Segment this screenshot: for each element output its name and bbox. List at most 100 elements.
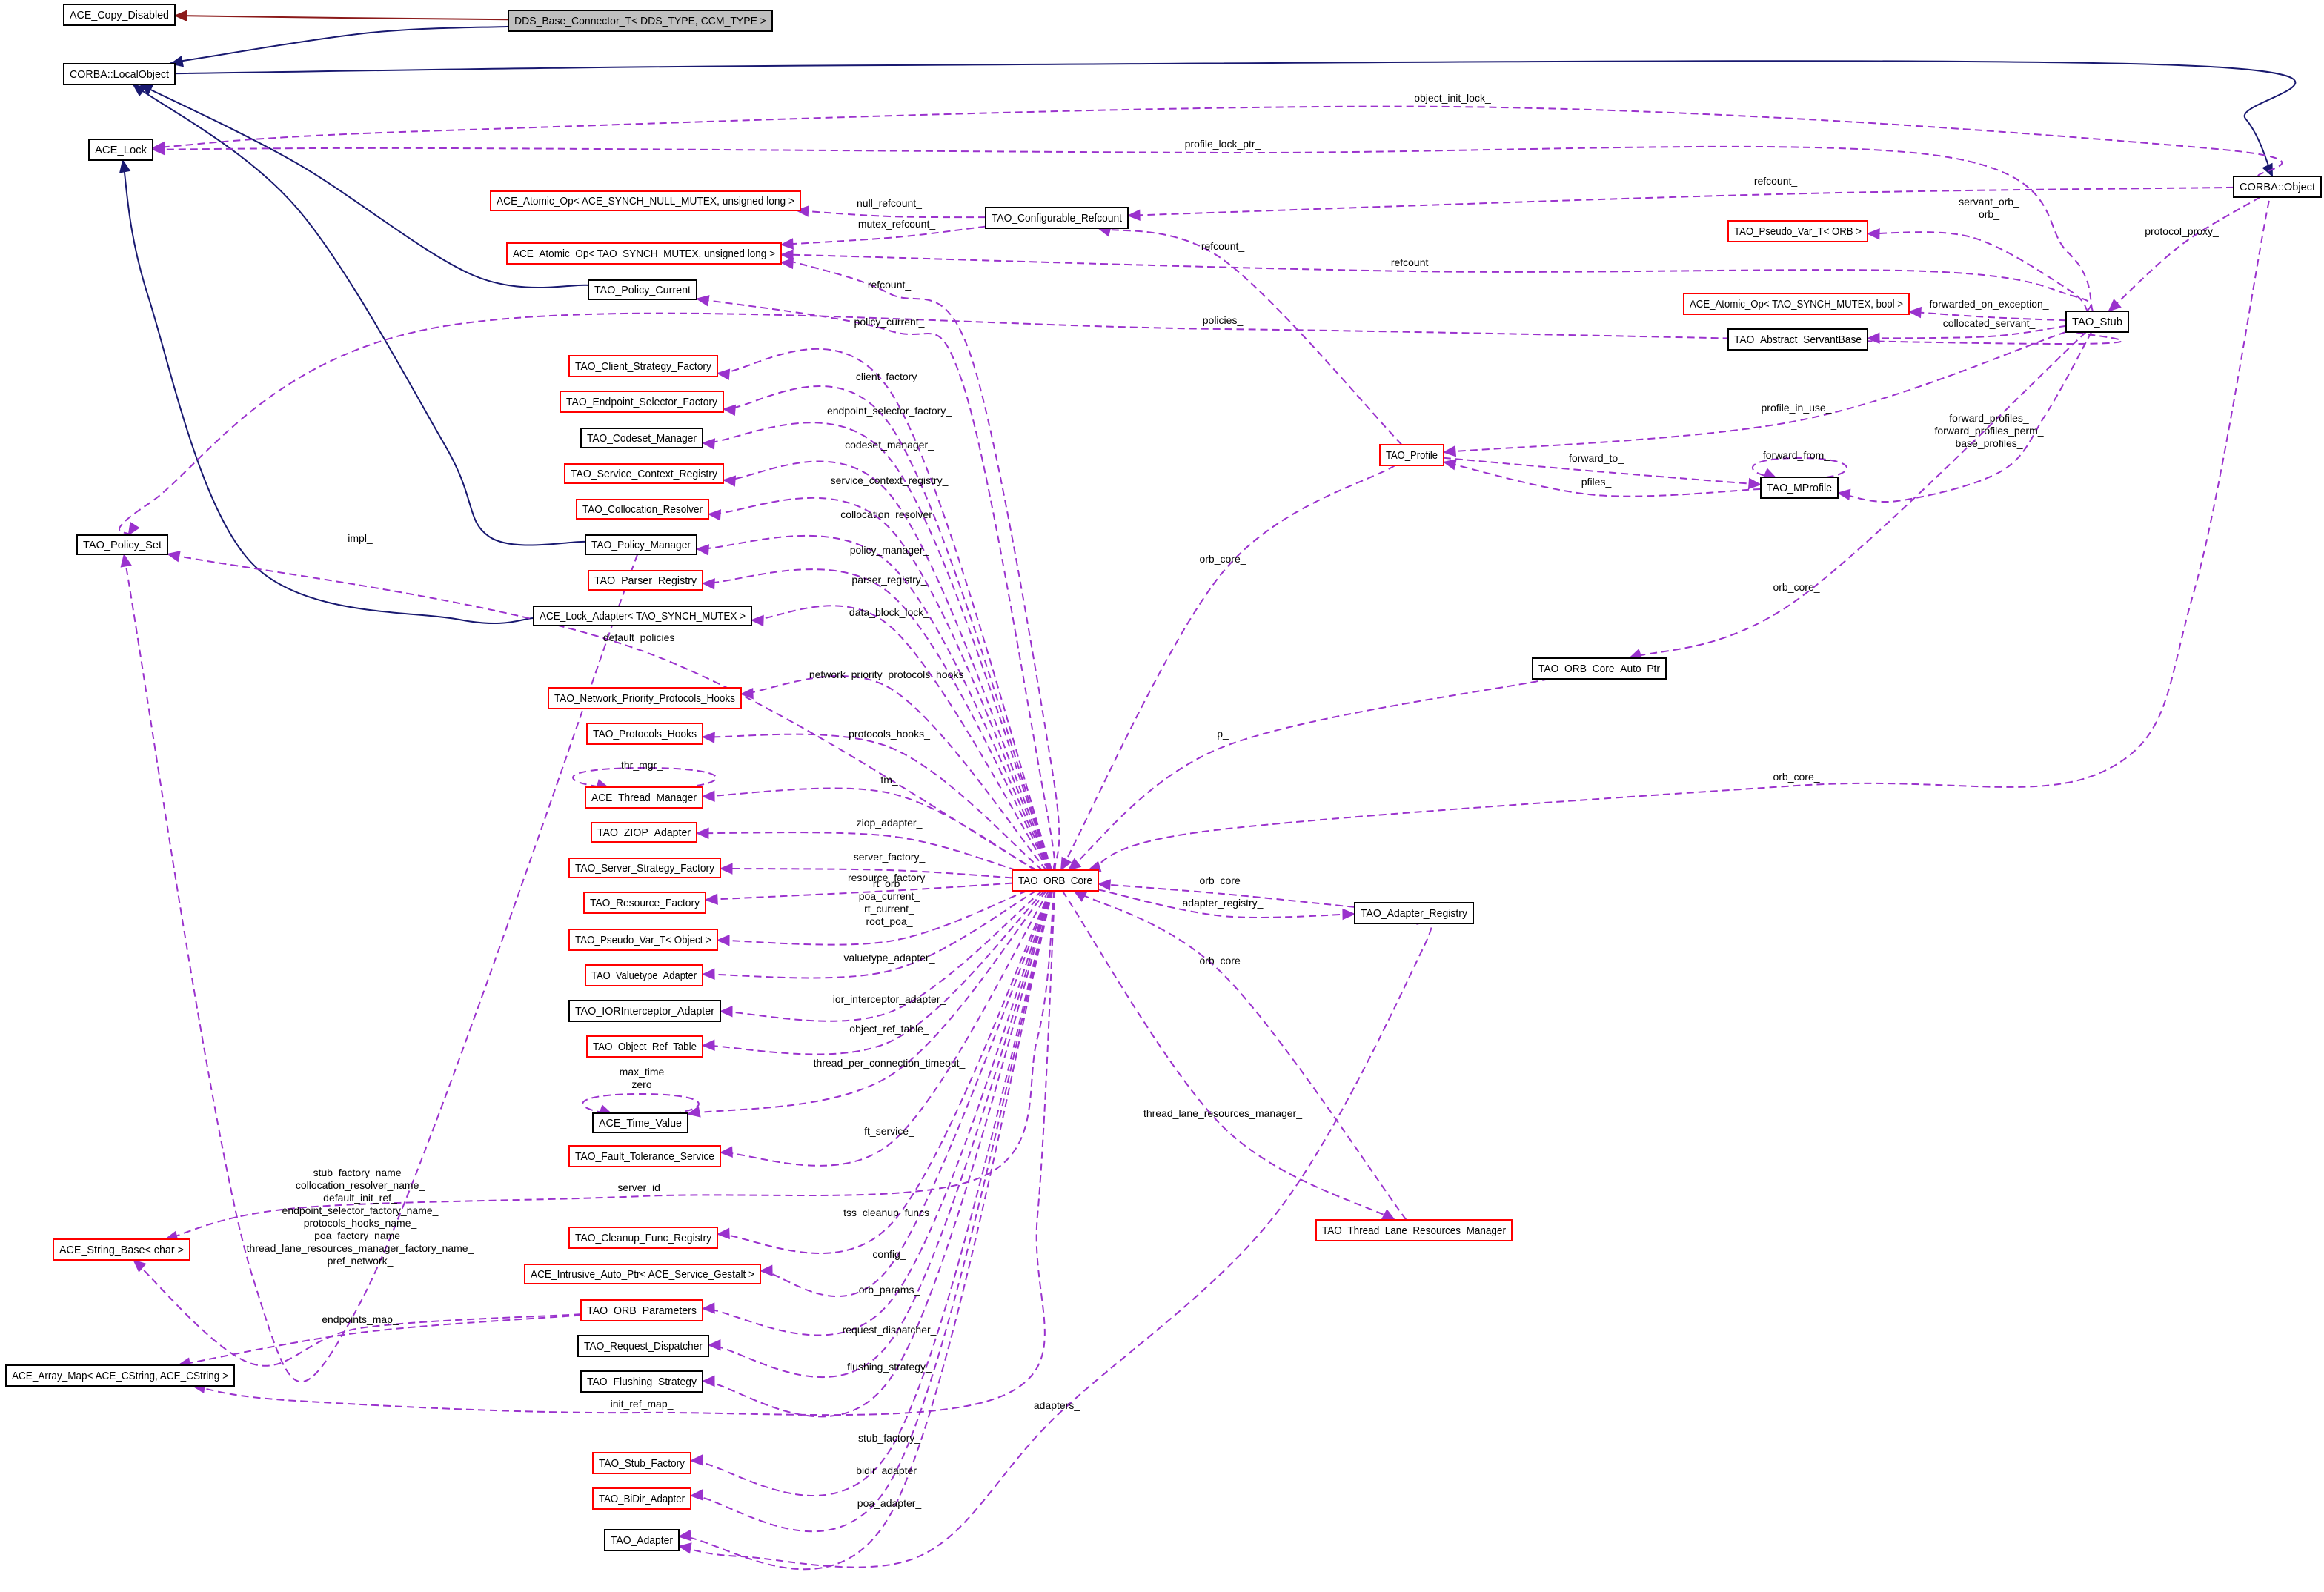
class-node-net-prio-hooks[interactable]: TAO_Network_Priority_Protocols_Hooks — [548, 687, 742, 709]
class-node-policy-manager[interactable]: TAO_Policy_Manager — [585, 534, 697, 555]
edge-label-line: server_id_ — [617, 1181, 666, 1193]
node-box — [588, 279, 697, 300]
class-node-bidir-adapter[interactable]: TAO_BiDir_Adapter — [592, 1487, 691, 1510]
edge-label-line: forward_from_ — [1763, 449, 1830, 461]
class-node-ace-lock[interactable]: ACE_Lock — [88, 139, 153, 161]
class-node-dds[interactable]: DDS_Base_Connector_T< DDS_TYPE, CCM_TYPE… — [508, 10, 773, 32]
class-node-valuetype-adapter[interactable]: TAO_Valuetype_Adapter — [585, 964, 703, 986]
class-node-mprofile[interactable]: TAO_MProfile — [1760, 477, 1839, 499]
class-node-ior-interceptor[interactable]: TAO_IORInterceptor_Adapter — [568, 1000, 721, 1022]
class-node-lock-adapter[interactable]: ACE_Lock_Adapter< TAO_SYNCH_MUTEX > — [533, 606, 752, 626]
edge-label: tm_ — [880, 774, 898, 786]
edge-label: impl_ — [348, 532, 373, 544]
member-edge — [687, 890, 1047, 1115]
inheritance-edge — [169, 25, 509, 64]
class-node-intrusive-ptr[interactable]: ACE_Intrusive_Auto_Ptr< ACE_Service_Gest… — [524, 1264, 761, 1284]
edge-label: init_ref_map_ — [611, 1398, 674, 1410]
class-node-time-value[interactable]: ACE_Time_Value — [592, 1112, 688, 1133]
class-node-atomic-null[interactable]: ACE_Atomic_Op< ACE_SYNCH_NULL_MUTEX, uns… — [490, 190, 801, 211]
edge-label: profile_in_use_ — [1762, 402, 1832, 414]
class-node-adapter-registry[interactable]: TAO_Adapter_Registry — [1354, 902, 1474, 924]
member-edge — [751, 605, 1049, 871]
class-node-policy-set[interactable]: TAO_Policy_Set — [76, 534, 168, 555]
class-node-stub[interactable]: TAO_Stub — [2065, 311, 2129, 333]
class-node-stub-factory[interactable]: TAO_Stub_Factory — [592, 1452, 691, 1474]
node-box — [1354, 902, 1474, 924]
edge-label: policies_ — [1203, 314, 1244, 326]
edge-label-line: refcount_ — [868, 279, 912, 291]
class-node-atomic-tao[interactable]: ACE_Atomic_Op< TAO_SYNCH_MUTEX, unsigned… — [506, 242, 782, 265]
class-node-protocols-hooks[interactable]: TAO_Protocols_Hooks — [586, 723, 703, 745]
class-node-pvar-object[interactable]: TAO_Pseudo_Var_T< Object > — [568, 929, 718, 951]
class-node-client-strategy[interactable]: TAO_Client_Strategy_Factory — [568, 355, 718, 377]
class-node-profile[interactable]: TAO_Profile — [1379, 444, 1444, 466]
class-node-atomic-bool[interactable]: ACE_Atomic_Op< TAO_SYNCH_MUTEX, bool > — [1683, 293, 1910, 315]
class-node-tao-adapter[interactable]: TAO_Adapter — [604, 1529, 680, 1551]
class-node-orb-core[interactable]: TAO_ORB_Core — [1012, 869, 1099, 892]
member-edge — [1098, 228, 1403, 445]
node-box — [1683, 293, 1910, 315]
class-node-copy-disabled[interactable]: ACE_Copy_Disabled — [63, 4, 176, 26]
arrowhead-icon — [1747, 477, 1762, 490]
class-node-resource-factory[interactable]: TAO_Resource_Factory — [583, 892, 706, 914]
edge-label-line: max_time — [620, 1066, 665, 1078]
edge-label: resource_factory_ — [848, 872, 931, 883]
member-edge — [705, 882, 1013, 901]
member-edge — [152, 105, 2283, 177]
arrowhead-icon — [677, 1529, 692, 1542]
node-label: ACE_Array_Map< ACE_CString, ACE_CString … — [12, 1370, 228, 1382]
class-node-orb-params[interactable]: TAO_ORB_Parameters — [580, 1299, 703, 1321]
class-node-codeset-manager[interactable]: TAO_Codeset_Manager — [580, 428, 703, 448]
class-node-cleanup-func[interactable]: TAO_Cleanup_Func_Registry — [568, 1227, 718, 1249]
node-label: ACE_Thread_Manager — [591, 792, 697, 804]
edge-label-line: rt_current_ — [864, 903, 914, 915]
node-label: ACE_String_Base< char > — [59, 1244, 184, 1256]
class-node-collocation-resolver[interactable]: TAO_Collocation_Resolver — [576, 499, 709, 520]
node-label: TAO_Fault_Tolerance_Service — [575, 1150, 714, 1163]
class-node-abstract-servant[interactable]: TAO_Abstract_ServantBase — [1727, 328, 1868, 351]
node-label: TAO_ZIOP_Adapter — [597, 826, 691, 839]
arrowhead-icon — [740, 688, 754, 700]
edge-label: orb_core_ — [1199, 553, 1246, 565]
edge-label: network_priority_protocols_hooks_ — [809, 669, 970, 680]
member-edge — [1629, 331, 2087, 659]
node-label: TAO_Thread_Lane_Resources_Manager — [1322, 1224, 1506, 1237]
class-node-thread-manager[interactable]: ACE_Thread_Manager — [585, 786, 703, 809]
class-node-request-dispatcher[interactable]: TAO_Request_Dispatcher — [577, 1335, 709, 1357]
class-node-policy-current[interactable]: TAO_Policy_Current — [588, 279, 697, 300]
class-node-fault-tolerance[interactable]: TAO_Fault_Tolerance_Service — [568, 1145, 721, 1167]
edge-label-line: poa_current_ — [859, 890, 920, 902]
class-node-localobject[interactable]: CORBA::LocalObject — [63, 63, 176, 85]
edge-label: refcount_ — [1391, 256, 1435, 268]
edge-label: forwarded_on_exception_ — [1929, 298, 2048, 310]
class-node-corba-object[interactable]: CORBA::Object — [2233, 176, 2322, 198]
edge-label-line: collocated_servant_ — [1943, 317, 2036, 329]
class-node-object-ref-table[interactable]: TAO_Object_Ref_Table — [586, 1035, 703, 1058]
class-node-parser-registry[interactable]: TAO_Parser_Registry — [588, 570, 703, 591]
node-label: TAO_Pseudo_Var_T< ORB > — [1734, 225, 1862, 238]
class-node-endpoint-selector[interactable]: TAO_Endpoint_Selector_Factory — [560, 391, 724, 413]
class-node-server-strategy[interactable]: TAO_Server_Strategy_Factory — [568, 858, 721, 878]
node-box — [490, 190, 801, 211]
node-label: TAO_Configurable_Refcount — [992, 212, 1123, 225]
edge-label: poa_adapter_ — [857, 1497, 922, 1509]
edge-label-line: request_dispatcher_ — [843, 1324, 937, 1336]
member-edge — [167, 553, 1038, 871]
class-node-array-map[interactable]: ACE_Array_Map< ACE_CString, ACE_CString … — [5, 1364, 235, 1387]
arrowhead-icon — [701, 790, 715, 803]
class-node-flushing-strategy[interactable]: TAO_Flushing_Strategy — [580, 1370, 703, 1393]
arrowhead-icon — [704, 893, 718, 905]
class-node-string-base[interactable]: ACE_String_Base< char > — [53, 1238, 190, 1261]
node-box — [585, 534, 697, 555]
edge-label-line: orb_params_ — [859, 1284, 920, 1296]
class-node-pvar-orb[interactable]: TAO_Pseudo_Var_T< ORB > — [1727, 220, 1868, 242]
class-node-service-context[interactable]: TAO_Service_Context_Registry — [564, 463, 724, 484]
class-node-orb-auto[interactable]: TAO_ORB_Core_Auto_Ptr — [1532, 657, 1667, 680]
class-node-cref[interactable]: TAO_Configurable_Refcount — [985, 207, 1129, 229]
member-edge — [123, 554, 639, 1383]
node-label: TAO_MProfile — [1767, 482, 1832, 494]
node-box — [568, 355, 718, 377]
node-label: TAO_Adapter_Registry — [1361, 907, 1467, 920]
class-node-ziop-adapter[interactable]: TAO_ZIOP_Adapter — [591, 822, 697, 843]
class-node-thread-lane[interactable]: TAO_Thread_Lane_Resources_Manager — [1315, 1219, 1513, 1241]
